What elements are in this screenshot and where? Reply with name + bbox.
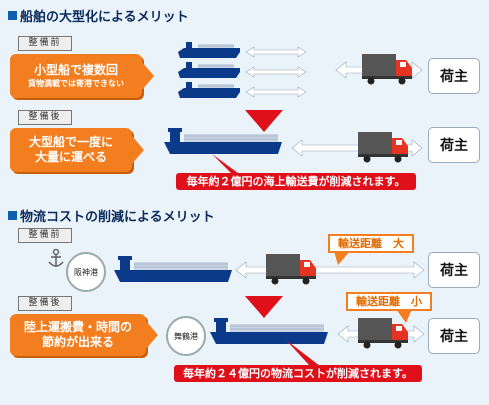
after-callout-1-line2: 大量に運べる (34, 150, 107, 164)
before-tag-2: 整備前 (18, 228, 72, 243)
before-callout-1: 小型船で複数回 貨物満載では寄港できない (10, 54, 142, 98)
port-maizuru-label: 舞鶴港 (174, 331, 198, 341)
double-arrow-icon (245, 46, 307, 58)
section1-heading: 船舶の大型化によるメリット (8, 6, 189, 25)
section2-title: 物流コストの削減によるメリット (20, 210, 215, 225)
truck-icon (362, 54, 412, 85)
double-arrow-icon (291, 139, 423, 157)
down-arrow-icon (245, 110, 283, 132)
small-ships-group (177, 41, 307, 99)
after-callout-2: 陸上運搬費・時間の 節約が出来る (10, 314, 146, 356)
before-callout-1-line2: 貨物満載では寄港できない (28, 78, 124, 88)
truck-icon (358, 132, 408, 163)
ship-icon (177, 61, 241, 79)
ship-icon (163, 127, 283, 155)
section2-heading: 物流コストの削減によるメリット (8, 206, 215, 225)
callout-pointer-3 (146, 321, 158, 349)
after-callout-1: 大型船で一度に 大量に運べる (10, 128, 132, 172)
distance-small-box: 輸送距離 小 (346, 292, 432, 311)
big-ship-2 (113, 255, 233, 283)
before-tag-1: 整備前 (18, 36, 72, 51)
truck-route-3 (235, 254, 425, 285)
owner-box-4: 荷主 (428, 318, 480, 354)
double-arrow-icon (235, 261, 425, 279)
port-hanshin-label: 阪神港 (74, 267, 98, 277)
section1-title: 船舶の大型化によるメリット (20, 10, 189, 25)
port-maizuru: 舞鶴港 (166, 316, 206, 356)
banner-pointer-1 (212, 154, 242, 176)
after-tag-2: 整備後 (18, 296, 72, 311)
callout-pointer-1 (142, 62, 154, 90)
ship-icon (113, 255, 233, 283)
port-hanshin: 阪神港 (66, 252, 106, 292)
savings-banner-2: 毎年約２４億円の物流コストが削減されます。 (174, 365, 422, 382)
banner-pointer-2 (286, 340, 320, 366)
truck-route-4 (337, 318, 425, 349)
bullet-square-icon (8, 211, 17, 220)
ship-icon (177, 41, 241, 59)
anchor-icon (48, 248, 64, 267)
bullet-square-icon (8, 11, 17, 20)
after-callout-2-line2: 節約が出来る (41, 335, 114, 349)
double-arrow-icon (245, 86, 307, 98)
ship-icon (177, 81, 241, 99)
owner-box-3: 荷主 (428, 252, 480, 288)
double-arrow-icon (245, 66, 307, 78)
after-callout-1-line1: 大型船で一度に (28, 135, 113, 149)
distance-large-box: 輸送距離 大 (328, 234, 414, 253)
savings-banner-1: 毎年約２億円の海上輸送費が削減されます。 (176, 173, 416, 190)
before-callout-1-line1: 小型船で複数回 (33, 62, 118, 77)
down-arrow-icon (245, 296, 283, 318)
truck-route-1 (335, 54, 423, 85)
truck-route-2 (291, 132, 423, 163)
owner-box-2: 荷主 (428, 127, 480, 163)
after-tag-1: 整備後 (18, 110, 72, 125)
callout-pointer-2 (132, 136, 144, 164)
truck-icon (266, 254, 316, 285)
owner-box-1: 荷主 (428, 58, 480, 94)
after-callout-2-line1: 陸上運搬費・時間の (23, 320, 132, 334)
big-ship-1 (163, 127, 283, 155)
distance-small-pointer (396, 309, 412, 323)
distance-large-pointer (334, 251, 350, 265)
